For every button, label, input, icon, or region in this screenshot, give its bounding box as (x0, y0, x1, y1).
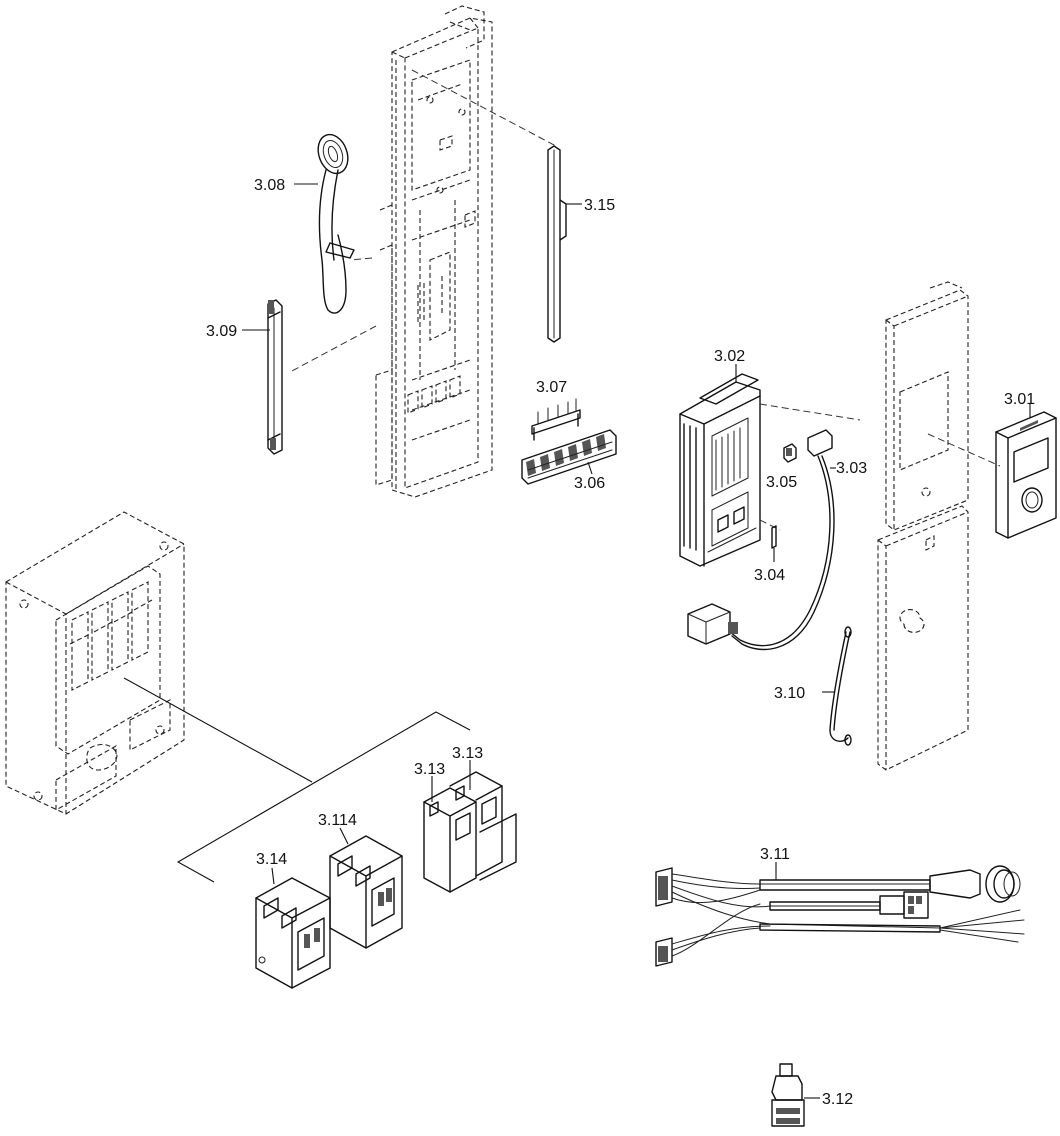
part-315-cover-strip (547, 145, 567, 343)
part-3114-breaker (329, 835, 403, 949)
leader-314 (271, 867, 275, 885)
label-3114: 3.114 (318, 812, 357, 829)
part-313-modules (423, 771, 517, 893)
front-cover-panel (877, 281, 969, 771)
label-301: 3.01 (1004, 391, 1035, 408)
part-305-clip (783, 443, 797, 463)
part-304-pin (771, 525, 777, 549)
label-314: 3.14 (256, 851, 287, 868)
label-305: 3.05 (766, 474, 797, 491)
label-313a: 3.13 (414, 761, 445, 778)
label-309: 3.09 (206, 323, 237, 340)
part-307-bridge (531, 398, 581, 441)
part-306-terminals (521, 429, 617, 485)
part-312-adapter (771, 1063, 805, 1127)
label-312: 3.12 (822, 1091, 853, 1108)
projection-line-304 (759, 519, 781, 531)
distribution-enclosure (5, 511, 185, 815)
label-310: 3.10 (774, 685, 805, 702)
label-307: 3.07 (536, 379, 567, 396)
projection-line-308 (349, 257, 373, 261)
part-303-cable (687, 429, 835, 651)
label-306: 3.06 (574, 475, 605, 492)
label-303: 3.03 (836, 460, 867, 477)
leader-3114 (339, 827, 349, 845)
part-308-cable (317, 133, 355, 314)
part-301-display (995, 411, 1057, 539)
label-315: 3.15 (584, 197, 615, 214)
projection-line-302 (759, 403, 861, 421)
part-310-ground-wire (829, 626, 852, 746)
part-309-cover-strip (267, 299, 283, 455)
label-302: 3.02 (714, 348, 745, 365)
label-308: 3.08 (254, 177, 285, 194)
projection-line-309 (289, 325, 377, 373)
label-311: 3.11 (760, 846, 790, 863)
label-304: 3.04 (754, 567, 785, 584)
projection-line-301 (927, 433, 1001, 467)
label-313b: 3.13 (452, 745, 483, 762)
breaker-group-bracket (123, 677, 471, 883)
part-311-harness (655, 865, 1025, 967)
projection-line-315 (411, 69, 557, 147)
main-column-housing (375, 5, 493, 498)
part-314-breaker (255, 877, 331, 989)
part-302-control-module (679, 373, 761, 567)
leader-306 (587, 461, 593, 475)
